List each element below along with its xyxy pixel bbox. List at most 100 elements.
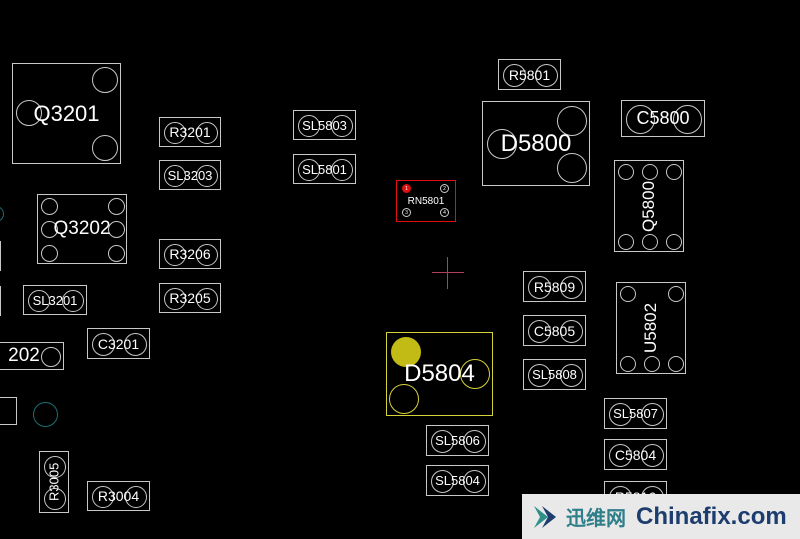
component-pad (463, 430, 486, 453)
crosshair-vertical (447, 257, 448, 289)
component-pad (560, 364, 583, 387)
watermark-cn: 迅维网 (566, 508, 626, 530)
component-pad (620, 356, 636, 372)
pin-1-marker (391, 337, 421, 367)
component-pad (503, 64, 526, 87)
component-sl5803[interactable]: SL5803 (293, 110, 356, 140)
component-r3004[interactable]: R3004 (87, 481, 150, 511)
crosshair-cursor (432, 257, 464, 289)
component-pad (609, 444, 632, 467)
component-r3205[interactable]: R3205 (159, 283, 221, 313)
component-pad (626, 105, 655, 134)
component-pad (164, 122, 186, 144)
component-pad (16, 100, 42, 126)
component-pad (92, 333, 115, 356)
component-sl5807[interactable]: SL5807 (604, 398, 667, 429)
rn5801-pin-1: 1 (402, 184, 411, 193)
component-pad (125, 486, 147, 508)
component-pad (196, 122, 218, 144)
component-pad (618, 164, 634, 180)
component-pad (557, 153, 587, 183)
component-u5802[interactable]: U5802 (616, 282, 686, 374)
component-q3201[interactable]: Q3201 (12, 63, 121, 164)
component-r5801[interactable]: R5801 (498, 59, 561, 90)
component-pad (642, 234, 658, 250)
rn5801-pin-4: 4 (440, 208, 449, 217)
component-pad (644, 356, 660, 372)
component-pad (108, 198, 125, 215)
component-pad (431, 470, 454, 493)
component-pad (164, 288, 186, 310)
component-pad (620, 286, 636, 302)
component-c5800[interactable]: C5800 (621, 100, 705, 137)
component-pad (92, 67, 118, 93)
component-sl3203[interactable]: SL3203 (159, 160, 221, 190)
component-pad (298, 159, 320, 181)
component-r3201[interactable]: R3201 (159, 117, 221, 147)
component-202[interactable]: 202 (0, 342, 64, 370)
component-sl5801[interactable]: SL5801 (293, 154, 356, 184)
component-r3206[interactable]: R3206 (159, 239, 221, 269)
component-pad (44, 456, 66, 478)
component-pad (92, 486, 114, 508)
component-pad (668, 286, 684, 302)
chinafix-logo-icon (534, 505, 556, 528)
component-pad (108, 245, 125, 262)
component-pad (389, 384, 419, 414)
component-d5804[interactable]: D5804 (386, 332, 493, 416)
component-pad (331, 159, 353, 181)
component-pad (108, 221, 125, 238)
component-pad (642, 164, 658, 180)
component-pad (41, 347, 61, 367)
component-sl5808[interactable]: SL5808 (523, 359, 586, 390)
component-r3005[interactable]: R3005 (39, 451, 69, 513)
component-d5800[interactable]: D5800 (482, 101, 590, 186)
component-pad (41, 245, 58, 262)
component-pad (535, 64, 558, 87)
component-pad (666, 234, 682, 250)
component-sl3201[interactable]: SL3201 (23, 285, 87, 315)
watermark: 迅维网 Chinafix.com (522, 494, 800, 539)
component-sl5804[interactable]: SL5804 (426, 465, 489, 496)
rn5801-pin-3: 3 (402, 208, 411, 217)
component-pad (560, 320, 583, 343)
component-pad (618, 234, 634, 250)
component-pad (44, 488, 66, 510)
component-pad (666, 164, 682, 180)
component-pad (196, 244, 218, 266)
component-q3202[interactable]: Q3202 (37, 194, 127, 264)
via-pad (0, 206, 4, 222)
component-pad (528, 276, 551, 299)
component-c5805[interactable]: C5805 (523, 315, 586, 346)
component-pad (641, 444, 664, 467)
component-pad (41, 198, 58, 215)
rn5801-pin-2: 2 (440, 184, 449, 193)
component-4[interactable]: 4 (0, 397, 17, 425)
component-outline-edge (0, 286, 1, 316)
component-pad (41, 221, 58, 238)
component-pad (557, 106, 587, 136)
crosshair-horizontal (432, 272, 464, 273)
component-c3201[interactable]: C3201 (87, 328, 150, 359)
component-pad (528, 320, 551, 343)
component-pad (609, 403, 632, 426)
component-pad (528, 364, 551, 387)
component-pad (28, 290, 50, 312)
component-c5804[interactable]: C5804 (604, 439, 667, 470)
component-pad (431, 430, 454, 453)
component-pad (331, 115, 353, 137)
component-q5800[interactable]: Q5800 (614, 160, 684, 252)
component-sl5806[interactable]: SL5806 (426, 425, 489, 456)
component-pad (164, 244, 186, 266)
component-pad (124, 333, 147, 356)
component-pad (62, 290, 84, 312)
component-label: 4 (0, 398, 16, 424)
component-r5809[interactable]: R5809 (523, 271, 586, 302)
component-pad (463, 470, 486, 493)
component-pad (196, 165, 218, 187)
component-pad (560, 276, 583, 299)
component-pad (641, 403, 664, 426)
component-pad (164, 165, 186, 187)
